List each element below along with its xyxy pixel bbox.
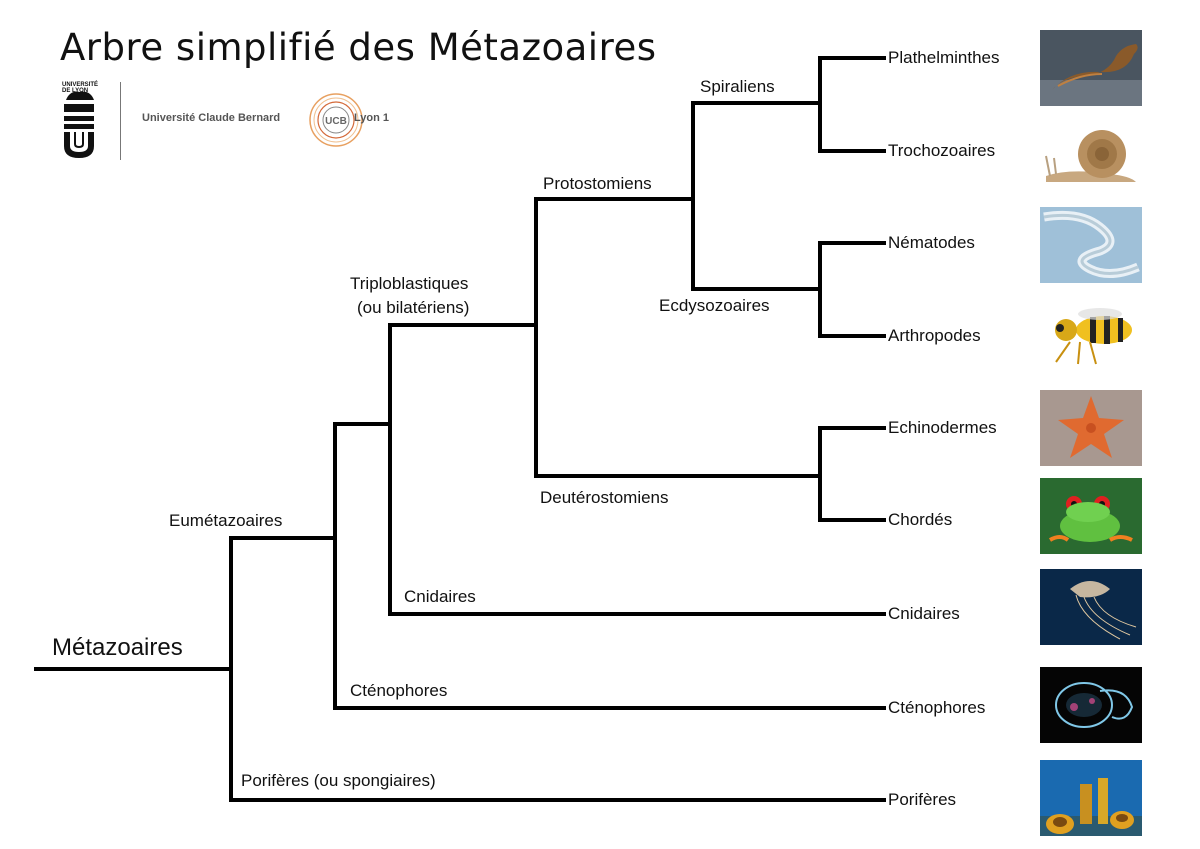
node-ecdysozoaires: Ecdysozoaires (659, 296, 770, 315)
jellyfish-image (1040, 569, 1142, 645)
comb-jelly-image (1040, 667, 1142, 743)
nematode-image (1040, 207, 1142, 283)
root-label: Métazoaires (52, 634, 183, 661)
leaf-label: Chordés (888, 510, 953, 529)
ucb-seal-icon: UCB (309, 93, 363, 147)
node-triploblastiques-sub: (ou bilatériens) (357, 298, 470, 317)
node-spiraliens: Spiraliens (700, 77, 775, 96)
leaf-label: Cténophores (888, 698, 986, 717)
leaf-label: Nématodes (888, 233, 975, 252)
flatworm-image (1040, 30, 1142, 106)
leaf-label: Trochozoaires (888, 141, 996, 160)
university-logo: UNIVERSITÉ DE LYON Université Claude Ber… (58, 78, 418, 162)
node-deuterostomiens: Deutérostomiens (540, 488, 669, 507)
frog-image (1040, 478, 1142, 554)
node-ctenophores: Cténophores (350, 681, 448, 700)
wasp-image (1040, 300, 1142, 376)
university-name: Université Claude Bernard (142, 112, 281, 124)
node-eumetazoaires: Eumétazoaires (169, 511, 283, 530)
node-poriferes: Porifères (ou spongiaires) (241, 771, 436, 790)
node-cnidaires: Cnidaires (404, 587, 476, 606)
leaf-label: Porifères (888, 790, 957, 809)
leaf-label: Arthropodes (888, 326, 981, 345)
sponge-image (1040, 760, 1142, 836)
starfish-image (1040, 390, 1142, 466)
university-name-suffix: Lyon 1 (354, 112, 390, 124)
node-triploblastiques: Triploblastiques (350, 274, 469, 293)
leaf-label: Cnidaires (888, 604, 960, 623)
lion-emblem-icon (64, 91, 94, 158)
leaf-label: Plathelminthes (888, 48, 1000, 67)
snail-image (1040, 116, 1142, 192)
logo-divider (120, 82, 121, 160)
page-title: Arbre simplifié des Métazoaires (60, 26, 657, 69)
node-protostomiens: Protostomiens (543, 174, 652, 193)
leaf-label: Echinodermes (888, 418, 997, 437)
university-small-label: UNIVERSITÉ DE LYON (62, 82, 99, 94)
seal-text: UCB (325, 116, 347, 127)
